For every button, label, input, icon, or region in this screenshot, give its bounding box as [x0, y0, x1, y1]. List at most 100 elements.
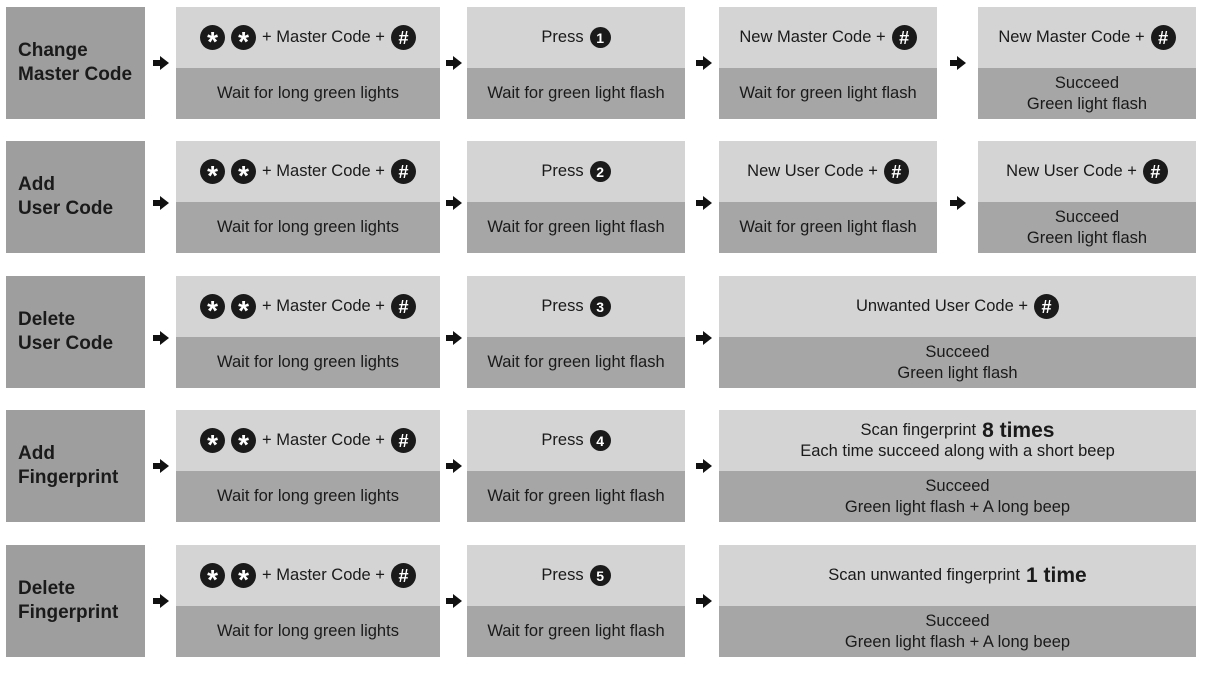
number-key-icon: 4	[589, 430, 611, 451]
step-result-text: Wait for green light flash	[487, 487, 665, 505]
step-press-number: Press 1 Wait for green light flash	[467, 7, 685, 119]
row-label-line: Add	[18, 443, 55, 464]
step-scan-fingerprint: Scan fingerprint 8 times Each time succe…	[719, 410, 1196, 522]
star-key-icon: *	[200, 563, 226, 593]
step-result-text: Green light flash	[1026, 228, 1148, 247]
row-label-line: Fingerprint	[18, 602, 119, 623]
step-unwanted-user-code: Unwanted User Code + # Succeed Green lig…	[719, 276, 1196, 388]
step-instruction: Unwanted User Code + #	[719, 276, 1196, 337]
pound-key-icon: #	[390, 294, 416, 319]
step-result: Succeed Green light flash	[719, 337, 1196, 388]
step-result: Wait for green light flash	[467, 202, 685, 253]
step-result-text: Wait for green light flash	[487, 84, 665, 102]
step-instruction: New User Code + #	[719, 141, 937, 202]
step-instruction-text: New Master Code +	[739, 28, 886, 46]
step-enter-master-code: * * + Master Code + # Wait for long gree…	[176, 410, 440, 522]
arrow-right-icon	[950, 56, 966, 70]
step-press-number: Press 3 Wait for green light flash	[467, 276, 685, 388]
step-enter-master-code: * * + Master Code + # Wait for long gree…	[176, 141, 440, 253]
pound-key-icon: #	[883, 159, 909, 184]
step-result-text: Wait for green light flash	[487, 218, 665, 236]
star-key-icon: *	[200, 294, 226, 324]
step-result-text: Succeed	[1054, 73, 1120, 92]
row-add-user-code: Add User Code * * + Master Code + # Wait…	[0, 141, 1208, 253]
row-label-line: Delete	[18, 309, 76, 330]
step-result: Wait for green light flash	[719, 202, 937, 253]
step-result: Succeed Green light flash	[978, 202, 1196, 253]
arrow-right-icon	[153, 594, 169, 608]
step-result: Wait for green light flash	[467, 471, 685, 522]
step-enter-master-code: * * + Master Code + # Wait for long gree…	[176, 545, 440, 657]
row-label-line: Fingerprint	[18, 467, 119, 488]
step-instruction-text: New User Code +	[1006, 162, 1137, 180]
step-instruction: * * + Master Code + #	[176, 545, 440, 606]
step-confirm-master-code: New Master Code + # Succeed Green light …	[978, 7, 1196, 119]
step-result: Wait for long green lights	[176, 337, 440, 388]
step-confirm-user-code: New User Code + # Succeed Green light fl…	[978, 141, 1196, 253]
step-result-text: Wait for green light flash	[487, 622, 665, 640]
step-instruction: Scan unwanted fingerprint 1 time	[719, 545, 1196, 606]
step-new-master-code: New Master Code + # Wait for green light…	[719, 7, 937, 119]
step-press-number: Press 5 Wait for green light flash	[467, 545, 685, 657]
pound-key-icon: #	[1142, 159, 1168, 184]
step-instruction-text: Press	[541, 297, 584, 315]
step-result-text: Wait for long green lights	[217, 487, 399, 505]
step-result: Wait for green light flash	[467, 68, 685, 119]
row-label-line: Change	[18, 40, 88, 61]
step-instruction: * * + Master Code + #	[176, 141, 440, 202]
row-delete-user-code: Delete User Code * * + Master Code + # W…	[0, 276, 1208, 388]
step-result: Wait for long green lights	[176, 471, 440, 522]
star-key-icon: *	[231, 563, 257, 593]
arrow-right-icon	[446, 459, 462, 473]
step-instruction: * * + Master Code + #	[176, 410, 440, 471]
pound-key-icon: #	[891, 25, 917, 50]
step-instruction-text: Unwanted User Code +	[856, 297, 1028, 315]
step-instruction: Press 3	[467, 276, 685, 337]
step-instruction-text: New User Code +	[747, 162, 878, 180]
row-delete-fingerprint: Delete Fingerprint * * + Master Code + #…	[0, 545, 1208, 657]
number-key-icon: 1	[589, 27, 611, 48]
arrow-right-icon	[153, 56, 169, 70]
star-key-icon: *	[231, 25, 257, 55]
step-instruction: Press 4	[467, 410, 685, 471]
number-key-icon: 5	[589, 565, 611, 586]
step-instruction-text: Press	[541, 162, 584, 180]
star-key-icon: *	[231, 428, 257, 458]
step-instruction-text: Each time succeed along with a short bee…	[800, 441, 1115, 460]
step-result: Succeed Green light flash + A long beep	[719, 606, 1196, 657]
star-key-icon: *	[231, 159, 257, 189]
step-instruction-text: Press	[541, 431, 584, 449]
step-instruction: New User Code + #	[978, 141, 1196, 202]
star-key-icon: *	[200, 25, 226, 55]
step-result: Wait for green light flash	[467, 606, 685, 657]
row-label-line: Add	[18, 174, 55, 195]
step-instruction: Press 1	[467, 7, 685, 68]
arrow-right-icon	[696, 459, 712, 473]
step-instruction: * * + Master Code + #	[176, 7, 440, 68]
step-instruction-text: Scan fingerprint	[860, 420, 977, 439]
step-instruction: * * + Master Code + #	[176, 276, 440, 337]
step-result: Succeed Green light flash	[978, 68, 1196, 119]
arrow-right-icon	[696, 196, 712, 210]
step-result-text: Succeed	[925, 611, 990, 630]
step-result-text: Wait for green light flash	[739, 218, 917, 236]
step-press-number: Press 4 Wait for green light flash	[467, 410, 685, 522]
arrow-right-icon	[696, 331, 712, 345]
arrow-right-icon	[153, 459, 169, 473]
step-result-text: Wait for long green lights	[217, 218, 399, 236]
step-instruction: Press 5	[467, 545, 685, 606]
row-add-fingerprint: Add Fingerprint * * + Master Code + # Wa…	[0, 410, 1208, 522]
step-scan-unwanted-fingerprint: Scan unwanted fingerprint 1 time Succeed…	[719, 545, 1196, 657]
pound-key-icon: #	[390, 428, 416, 453]
row-label: Change Master Code	[6, 7, 145, 119]
star-key-icon: *	[231, 294, 257, 324]
step-instruction: New Master Code + #	[719, 7, 937, 68]
pound-key-icon: #	[390, 25, 416, 50]
scan-count: 8 times	[982, 418, 1055, 442]
step-instruction-text: + Master Code +	[262, 28, 385, 46]
arrow-right-icon	[446, 594, 462, 608]
arrow-right-icon	[153, 196, 169, 210]
step-enter-master-code: * * + Master Code + # Wait for long gree…	[176, 7, 440, 119]
number-key-icon: 2	[589, 161, 611, 182]
star-key-icon: *	[200, 428, 226, 458]
